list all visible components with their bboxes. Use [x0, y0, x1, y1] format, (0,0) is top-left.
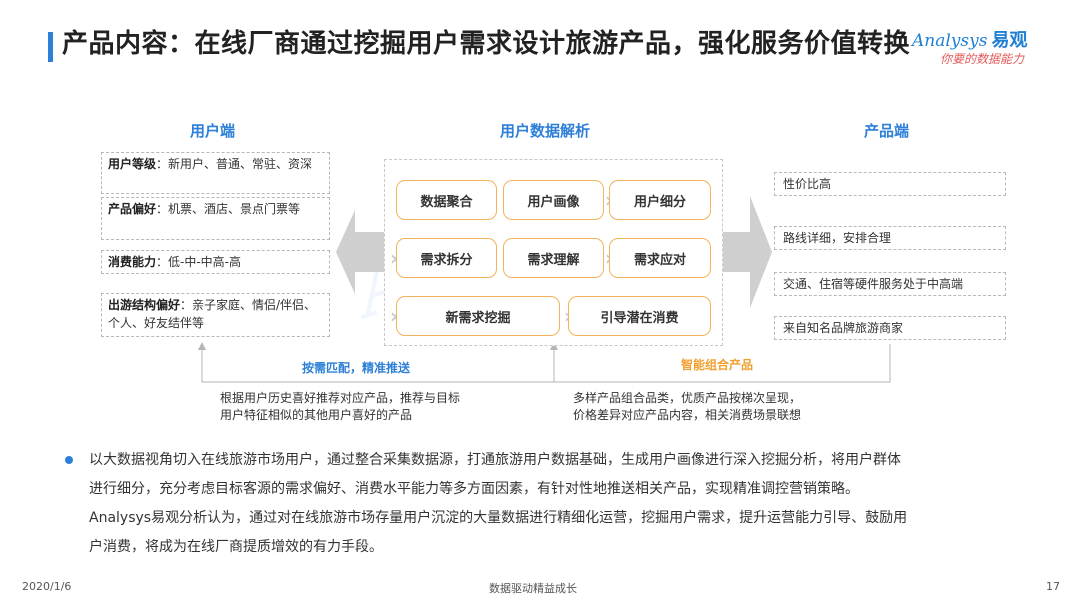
spending-power-box: 消费能力：低-中-中高-高 [101, 250, 330, 274]
spending-power-label: 消费能力 [108, 255, 157, 269]
smart-combination-label: 智能组合产品 [681, 358, 754, 372]
page-title: 产品内容：在线厂商通过挖掘用户需求设计旅游产品，强化服务价值转换 [62, 29, 911, 59]
travel-structure-label: 出游结构偏好 [108, 298, 181, 312]
left-feedback-line [201, 344, 555, 383]
step-need-breakdown: 需求拆分 [396, 238, 497, 278]
logo-slogan: 你要的数据能力 [940, 52, 1025, 66]
right-feedback-line [554, 344, 891, 383]
travel-structure-text: ：亲子家庭、情侣/伴侣、个人、好友结伴等 [108, 298, 317, 330]
title-accent-bar [48, 32, 53, 62]
step-new-demand-mining: 新需求挖掘 [396, 296, 560, 336]
product-preference-label: 产品偏好 [108, 202, 157, 216]
spending-power-text: ：低-中-中高-高 [156, 255, 242, 269]
precise-push-description: 根据用户历史喜好推荐对应产品，推荐与目标 用户特征相似的其他用户喜好的产品 [220, 391, 461, 422]
product-brand-box: 来自知名品牌旅游商家 [774, 316, 1006, 340]
product-preference-box: 产品偏好：机票、酒店、景点门票等 [101, 197, 330, 240]
footer-tagline: 数据驱动精益成长 [489, 582, 577, 595]
travel-structure-box: 出游结构偏好：亲子家庭、情侣/伴侣、个人、好友结伴等 [101, 293, 330, 337]
bullet-icon [65, 456, 73, 464]
product-hardware-box: 交通、住宿等硬件服务处于中高端 [774, 272, 1006, 296]
summary-paragraph: 以大数据视角切入在线旅游市场用户，通过整合采集数据源，打通旅游用户数据基础，生成… [89, 452, 908, 555]
user-level-box: 用户等级：新用户、普通、常驻、资深 [101, 152, 330, 194]
product-side-heading: 产品端 [864, 122, 910, 140]
smart-combination-description: 多样产品组合品类，优质产品按梯次呈现， 价格差异对应产品内容，相关消费场景联想 [573, 391, 802, 422]
product-route-box: 路线详细，安排合理 [774, 226, 1006, 250]
step-guide-potential-consumption: 引导潜在消费 [568, 296, 711, 336]
user-side-heading: 用户端 [190, 122, 236, 140]
page-number: 17 [1046, 580, 1060, 593]
step-data-aggregation: 数据聚合 [396, 180, 497, 220]
precise-push-label: 按需匹配，精准推送 [302, 361, 411, 375]
right-flow-arrow [723, 196, 772, 308]
product-value-box: 性价比高 [774, 172, 1006, 196]
left-feedback-arrowhead [198, 342, 206, 350]
mid-feedback-arrowhead [550, 342, 558, 350]
step-need-understanding: 需求理解 [503, 238, 604, 278]
logo-brand: Analysys [912, 31, 988, 51]
user-level-text: ：新用户、普通、常驻、资深 [156, 157, 313, 171]
left-flow-arrow [336, 210, 384, 294]
step-user-profile: 用户画像 [503, 180, 604, 220]
step-user-segmentation: 用户细分 [609, 180, 711, 220]
footer-date: 2020/1/6 [22, 580, 72, 593]
user-level-label: 用户等级 [108, 157, 157, 171]
product-preference-text: ：机票、酒店、景点门票等 [156, 202, 301, 216]
step-need-response: 需求应对 [609, 238, 711, 278]
logo-brand-cn: 易观 [991, 30, 1028, 51]
analysis-heading: 用户数据解析 [500, 122, 591, 140]
